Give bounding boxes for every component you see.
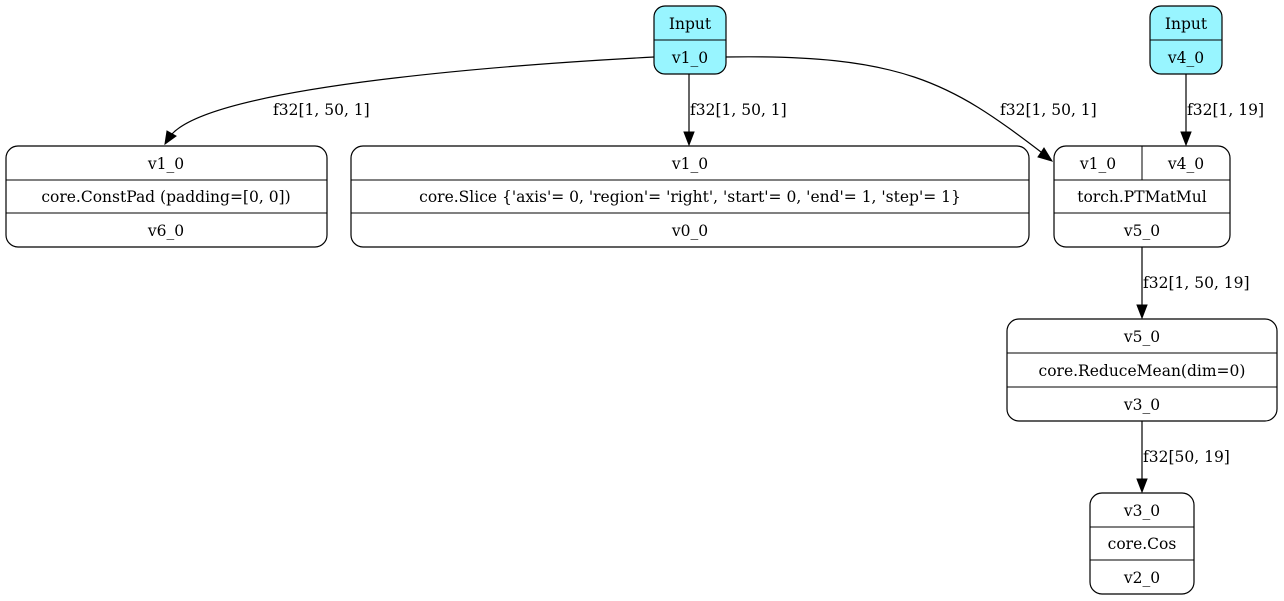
edge-reducemean-to-cos: f32[50, 19] xyxy=(1136,421,1230,494)
node-op: core.ConstPad (padding=[0, 0]) xyxy=(41,188,290,206)
node-op: torch.PTMatMul xyxy=(1077,188,1207,206)
edge-label: f32[1, 50, 1] xyxy=(690,101,787,119)
node-output: v2_0 xyxy=(1123,569,1160,587)
node-op: core.Slice {'axis'= 0, 'region'= 'right'… xyxy=(419,188,961,206)
edge-v4-to-matmul: f32[1, 19] xyxy=(1180,74,1264,147)
node-input: v5_0 xyxy=(1123,328,1160,346)
node-output: v4_0 xyxy=(1167,49,1204,67)
input-node-v1[interactable]: Input v1_0 xyxy=(653,5,727,75)
node-input: v3_0 xyxy=(1123,502,1160,520)
op-node-matmul[interactable]: v1_0 v4_0 torch.PTMatMul v5_0 xyxy=(1053,145,1231,248)
node-title: Input xyxy=(669,15,712,33)
edge-label: f32[50, 19] xyxy=(1143,448,1230,466)
edge-label: f32[1, 50, 1] xyxy=(273,101,370,119)
edge-label: f32[1, 50, 19] xyxy=(1143,274,1250,292)
node-output: v0_0 xyxy=(671,222,708,240)
node-output: v1_0 xyxy=(671,49,708,67)
node-output: v3_0 xyxy=(1123,396,1160,414)
op-node-constpad[interactable]: v1_0 core.ConstPad (padding=[0, 0]) v6_0 xyxy=(5,145,328,248)
edge-label: f32[1, 50, 1] xyxy=(1000,101,1097,119)
edge-matmul-to-reducemean: f32[1, 50, 19] xyxy=(1136,247,1250,320)
input-node-v4[interactable]: Input v4_0 xyxy=(1149,5,1223,75)
op-node-cos[interactable]: v3_0 core.Cos v2_0 xyxy=(1089,492,1195,595)
node-title: Input xyxy=(1165,15,1208,33)
edge-v1-to-slice: f32[1, 50, 1] xyxy=(683,74,787,147)
node-input: v1_0 xyxy=(147,155,184,173)
node-input-a: v1_0 xyxy=(1079,155,1116,173)
edge-v1-to-matmul: f32[1, 50, 1] xyxy=(724,56,1097,162)
node-input: v1_0 xyxy=(671,155,708,173)
node-op: core.ReduceMean(dim=0) xyxy=(1039,362,1246,380)
node-output: v6_0 xyxy=(147,222,184,240)
node-op: core.Cos xyxy=(1108,535,1177,553)
op-node-reducemean[interactable]: v5_0 core.ReduceMean(dim=0) v3_0 xyxy=(1006,318,1278,422)
node-input-b: v4_0 xyxy=(1167,155,1204,173)
node-output: v5_0 xyxy=(1123,222,1160,240)
edge-label: f32[1, 19] xyxy=(1187,101,1264,119)
op-node-slice[interactable]: v1_0 core.Slice {'axis'= 0, 'region'= 'r… xyxy=(350,145,1030,248)
edge-v1-to-constpad: f32[1, 50, 1] xyxy=(164,56,655,146)
